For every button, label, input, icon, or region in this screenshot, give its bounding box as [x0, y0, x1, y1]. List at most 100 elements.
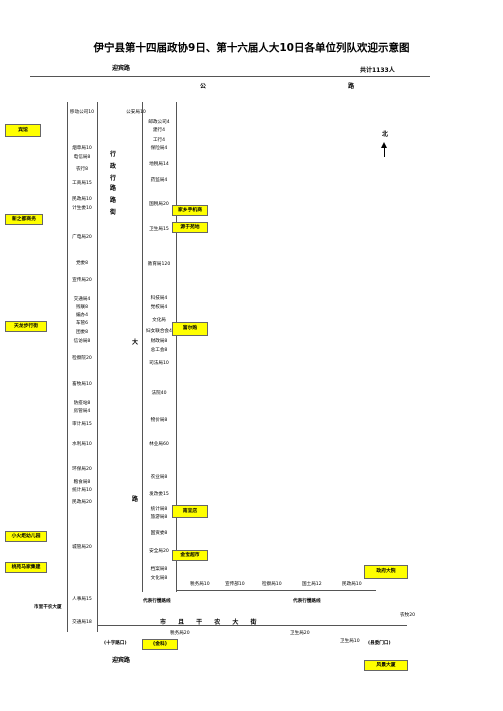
left-unit: 交通局4	[73, 297, 91, 302]
page-title: 伊宁县第十四届政协9日、第十六届人大10日各单位列队欢迎示意图	[93, 42, 410, 54]
guide-line	[176, 102, 177, 592]
north-arrow-icon	[381, 142, 387, 148]
bottom-unit: 宣传部10	[225, 582, 245, 587]
bottom-unit: 国土局12	[302, 582, 322, 587]
bottom-road-line	[97, 625, 407, 626]
bottom-unit: 税务局20	[170, 631, 190, 636]
left-unit: 残联8	[75, 305, 89, 310]
road-char: 行	[110, 151, 117, 158]
top-road-label: 迎宾路	[112, 65, 131, 72]
road-char: 路	[110, 185, 117, 192]
right-unit: 科技局4	[150, 296, 168, 301]
right-unit: 药监局4	[150, 178, 168, 183]
right-unit: 司法局10	[149, 361, 169, 366]
label-yuanhua: 源于苑地	[172, 222, 208, 233]
right-unit: 邮政公司4	[148, 120, 170, 125]
guide-line	[67, 102, 68, 632]
bottom-unit: 税务局10	[190, 582, 210, 587]
left-unit: 团委8	[75, 330, 89, 335]
bottom-unit: 检察局10	[262, 582, 282, 587]
left-unit: 房管局4	[73, 409, 91, 414]
bottom-road-top	[176, 590, 376, 591]
right-unit: 妇女联合会4	[146, 329, 172, 334]
right-unit: 教育局120	[147, 262, 171, 267]
left-unit: 信访局8	[73, 339, 91, 344]
road-char: 行	[110, 175, 117, 182]
bottom-unit: 农牧20	[400, 613, 416, 618]
right-unit: 安全局20	[149, 549, 169, 554]
right-unit: 农业局8	[150, 475, 168, 480]
left-unit: 防疫站8	[73, 401, 91, 406]
mid-unit: 公安局10	[126, 110, 146, 115]
left-unit: 编办4	[75, 313, 89, 318]
road-char: 路	[110, 197, 117, 204]
left-unit: 环保局20	[72, 467, 92, 472]
top-divider	[30, 76, 430, 77]
left-unit: 审计局15	[72, 422, 92, 427]
right-unit: 总工会8	[150, 348, 168, 353]
total-count: 共计1133人	[360, 67, 395, 74]
right-unit: 党校局4	[150, 305, 168, 310]
right-unit: 法院40	[151, 391, 167, 396]
left-unit: 统计局10	[72, 488, 92, 493]
left-unit: 宣传局20	[72, 278, 92, 283]
road-char: 政	[110, 163, 117, 170]
left-unit: 水利局10	[72, 442, 92, 447]
road-char: 路	[132, 496, 139, 503]
label-xiaohuoju: 小火炬幼儿园	[5, 531, 47, 542]
right-unit: 文化局	[152, 318, 166, 323]
bottom-unit: 卫生局20	[290, 631, 310, 636]
road-top-label: 公 路	[200, 83, 425, 90]
right-unit: 地税局14	[149, 162, 169, 167]
left-unit: 广电局20	[72, 235, 92, 240]
right-unit: 建行4	[152, 128, 166, 133]
label-fuzhu: 风景大厦	[364, 660, 408, 671]
label-jiaxiang: 家乡手机商	[172, 205, 208, 216]
right-unit: 档案局8	[150, 567, 168, 572]
left-unit: 党委8	[75, 261, 89, 266]
right-unit: 国资委8	[150, 531, 168, 536]
left-unit: 农行8	[75, 167, 89, 172]
right-unit: 物价局8	[150, 418, 168, 423]
right-unit: 财政局8	[150, 339, 168, 344]
left-unit: 车管6	[75, 321, 89, 326]
right-unit: 文化局8	[150, 576, 168, 581]
left-unit: 人事局15	[72, 597, 92, 602]
right-unit: 旅游局8	[150, 515, 168, 520]
label-xinchang: 南宜店	[172, 505, 208, 518]
label-xinzhi: 新之都商务	[5, 214, 43, 225]
bottom-unit: 卫生局10	[340, 639, 360, 644]
label-taoyuan: 桃苑马家集建	[5, 562, 47, 573]
label-zhengfu: 政府大院	[364, 565, 408, 579]
left-unit: 民政局20	[72, 500, 92, 505]
daibiao-route-1: 代表行慢路线	[143, 599, 171, 604]
bottom-unit: 民政局10	[342, 582, 362, 587]
label-fuer: 富尔购	[172, 322, 208, 336]
gate-right: (县委门口)	[368, 641, 391, 646]
left-unit: 工商局15	[72, 181, 92, 186]
label-bingguan: 宾馆	[5, 124, 41, 137]
right-unit: 卫生局15	[149, 227, 169, 232]
guide-line	[97, 102, 98, 632]
label-jinhui: 金宝超市	[172, 550, 208, 561]
north-arrow-shaft	[383, 147, 385, 157]
right-unit: 国税局20	[149, 202, 169, 207]
road-char: 大	[132, 339, 139, 346]
daibiao-route-2: 代表行慢路线	[293, 599, 321, 604]
label-shizhengfu: 市里干农大厦	[34, 605, 62, 610]
left-unit: 畜牧局10	[72, 382, 92, 387]
left-unit: 民政局10	[72, 197, 92, 202]
left-unit: 电信局8	[73, 155, 91, 160]
gate-mid: (金科)	[142, 639, 178, 650]
road-char: 街	[110, 209, 117, 216]
left-unit: 烟草局10	[72, 146, 92, 151]
label-tianlong: 天龙步行街	[5, 321, 47, 332]
bottom-road-name: 市 且 干 农 大 街	[160, 619, 262, 626]
right-unit: 发改委15	[149, 492, 169, 497]
north-label: 北	[382, 131, 389, 138]
gate-left: (十字路口)	[104, 641, 127, 646]
left-unit: 检察院20	[72, 356, 92, 361]
left-unit: 移动公司10	[69, 110, 95, 115]
left-unit: 城管局20	[72, 545, 92, 550]
